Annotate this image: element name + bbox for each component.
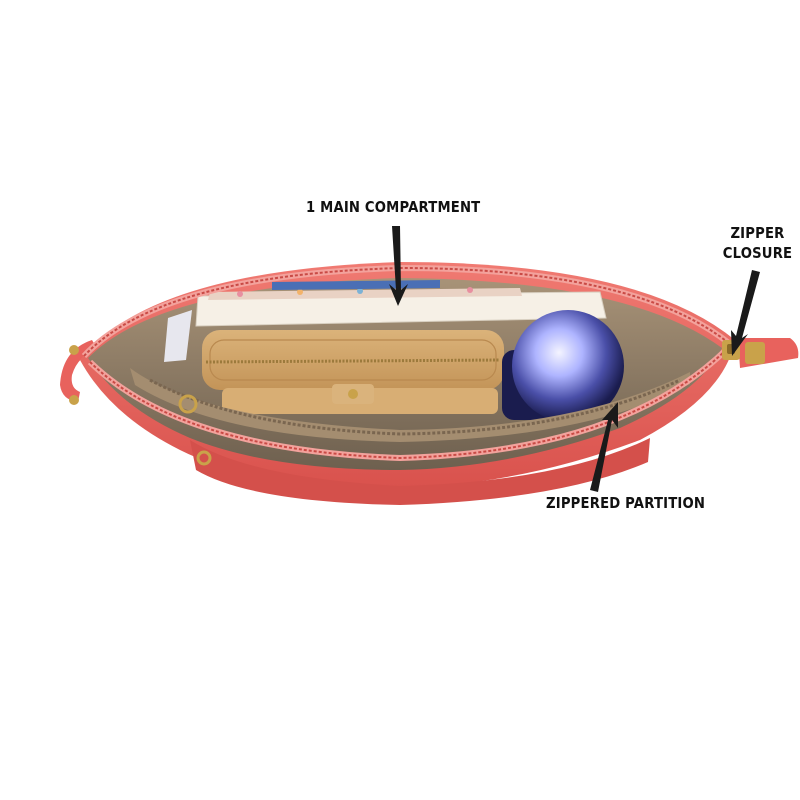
water-bottle [502,310,624,422]
wallet [202,330,504,414]
main-compartment-label: 1 MAIN COMPARTMENT [306,198,481,216]
arrow-zipper-closure [731,270,760,356]
zippered-partition [130,368,690,442]
zippered-partition-label: ZIPPERED PARTITION [546,494,706,512]
strap-left [60,340,98,405]
zipper-closure-line2: CLOSURE [722,243,793,262]
zipper-closure-line1: ZIPPER [730,224,785,242]
arrow-zippered-partition [590,402,618,492]
strap-right [738,338,799,368]
zipper-closure-label: ZIPPER CLOSURE [723,224,792,263]
partition-zipper-pull-icon [178,394,212,466]
book [195,280,607,327]
arrow-main-compartment [389,226,408,306]
